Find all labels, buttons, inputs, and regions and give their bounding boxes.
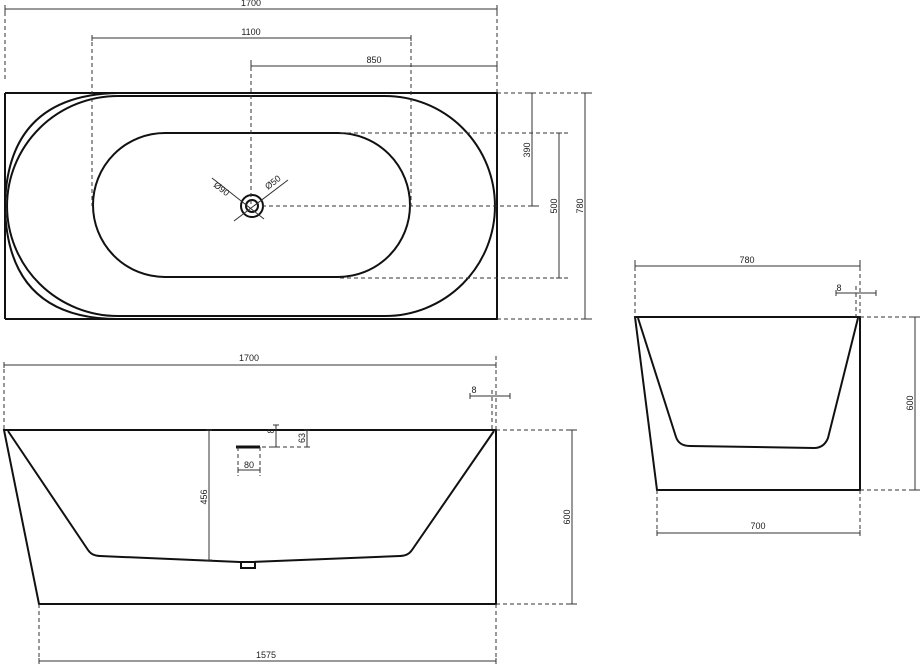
dim-8-front-label: 8 — [471, 385, 476, 395]
dim-500-label: 500 — [549, 198, 559, 213]
dim-1700-top-label: 1700 — [241, 0, 261, 8]
drain-inner-icon — [245, 199, 259, 213]
front-drain-stub — [240, 561, 256, 569]
dim-780-side-label: 780 — [739, 255, 754, 265]
front-view-outline — [2, 429, 497, 605]
dim-390-label: 390 — [522, 142, 532, 157]
dim-600-side-label: 600 — [905, 395, 915, 410]
dim-63-label: 63 — [297, 433, 307, 443]
dia-overflow-label: Ø90 — [212, 180, 232, 198]
dim-8-side-label: 8 — [836, 283, 841, 293]
front-view-basin — [7, 430, 495, 563]
top-view-rim — [6, 95, 496, 317]
dim-850-label: 850 — [366, 55, 381, 65]
side-view: 780 8 600 700 — [633, 255, 920, 538]
dim-overflow-8-label: 8 — [266, 428, 276, 433]
side-view-outline — [633, 316, 861, 491]
drain-leader-1 — [211, 177, 265, 220]
dim-700-label: 700 — [750, 521, 765, 531]
top-view-basin — [92, 132, 411, 278]
side-view-basin — [637, 317, 859, 450]
dim-456-label: 456 — [199, 489, 209, 504]
dim-1700-front-label: 1700 — [239, 353, 259, 363]
dim-1100-label: 1100 — [241, 27, 260, 37]
top-view: Ø90 Ø50 1700 1100 850 390 500 780 — [3, 0, 592, 320]
dim-780-label: 780 — [575, 198, 585, 213]
dia-drain-label: Ø50 — [263, 173, 283, 191]
dim-80-label: 80 — [244, 460, 254, 470]
dim-1575-label: 1575 — [256, 650, 276, 660]
front-view: 80 8 63 1700 8 456 600 1575 — [2, 353, 578, 666]
drain-leader-2 — [233, 179, 289, 222]
dim-600-front-label: 600 — [562, 509, 572, 524]
